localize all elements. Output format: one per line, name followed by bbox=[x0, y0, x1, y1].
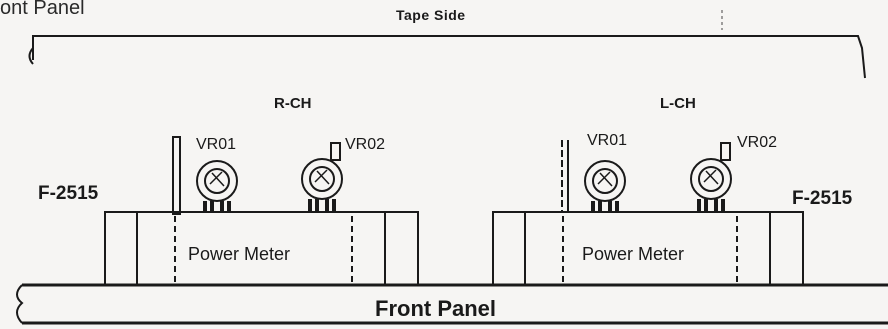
l-ch-unit bbox=[492, 140, 804, 286]
l-ch-model-label: F-2515 bbox=[792, 188, 853, 209]
l-ch-label: L-CH bbox=[660, 95, 696, 112]
r-ch-unit bbox=[104, 136, 419, 286]
front-panel-label: Front Panel bbox=[375, 296, 497, 321]
r-ch-model-label: F-2515 bbox=[38, 183, 99, 204]
corner-label: ont Panel bbox=[0, 0, 85, 19]
l-ch-vr02-label: VR02 bbox=[737, 134, 778, 151]
l-ch-vr01-label: VR01 bbox=[587, 132, 628, 149]
r-ch-vr01-label: VR01 bbox=[196, 136, 237, 153]
r-ch-power-meter-label: Power Meter bbox=[188, 244, 291, 264]
r-ch-label: R-CH bbox=[274, 95, 312, 112]
tape-side-bracket bbox=[32, 35, 866, 79]
r-ch-vr02-label: VR02 bbox=[345, 136, 386, 153]
tape-side-label: Tape Side bbox=[396, 7, 466, 23]
l-ch-power-meter-label: Power Meter bbox=[582, 244, 685, 264]
